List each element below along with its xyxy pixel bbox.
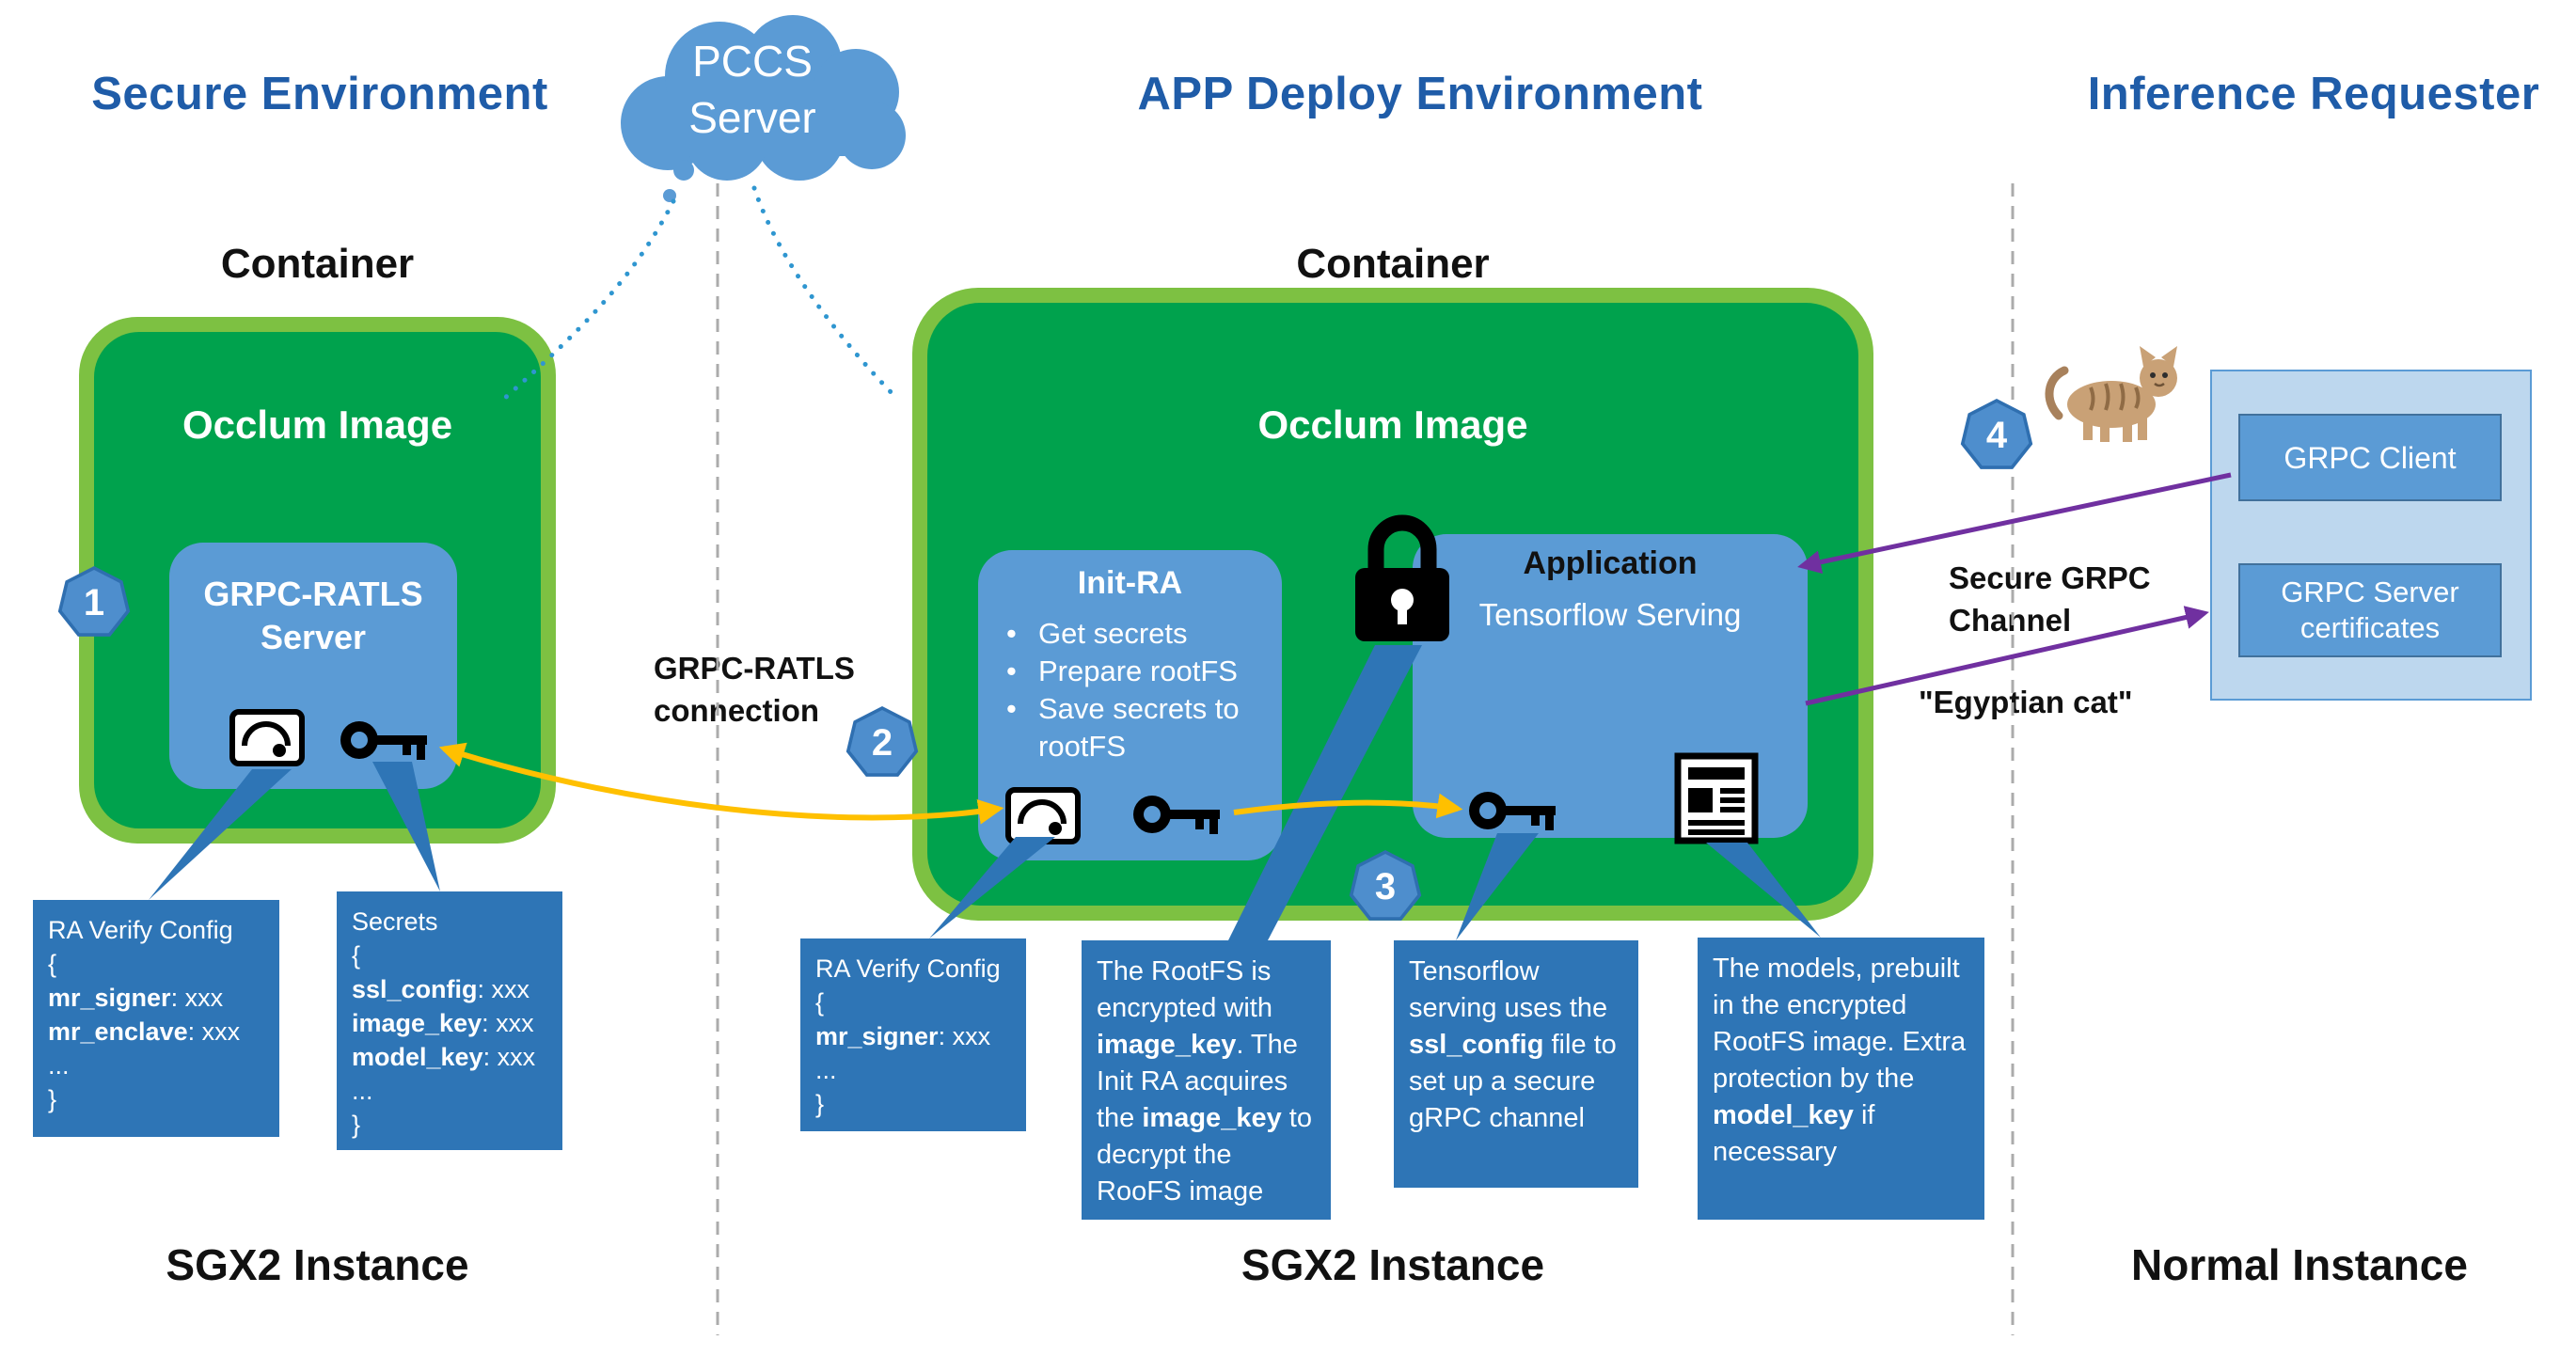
image-key-icon — [1133, 796, 1220, 834]
pccs-line2: Server — [688, 93, 816, 142]
bullet-dot — [1006, 690, 1038, 765]
grpc-ratls-server-line2: Server — [260, 618, 367, 656]
title-inference-requester: Inference Requester — [2087, 69, 2540, 119]
connection-label-line2: connection — [654, 693, 820, 728]
tensorflow-serving-label: Tensorflow Serving — [1478, 597, 1742, 632]
grpc-server-certificates-box: GRPC Server certificates — [2238, 563, 2502, 657]
right-instance-label: Normal Instance — [2131, 1240, 2468, 1289]
grpc-server-line2: certificates — [2299, 611, 2441, 644]
callout-models-protection: The models, prebuilt in the encrypted Ro… — [1698, 938, 1984, 1220]
callout-tensorflow-ssl: Tensorflow serving uses the ssl_config f… — [1394, 940, 1638, 1188]
step-number-3: 3 — [1374, 865, 1397, 907]
title-secure-environment: Secure Environment — [91, 69, 548, 119]
step-number-1: 1 — [83, 581, 105, 623]
pccs-link-right — [751, 185, 898, 400]
secrets-key-icon — [340, 721, 427, 760]
step-badge-4: 4 — [1960, 399, 2033, 469]
grpc-server-line1: GRPC Server — [2281, 576, 2459, 608]
bullet-dot — [1006, 615, 1038, 653]
pccs-cloud-label: PCCS Server — [602, 33, 903, 146]
step-number-4: 4 — [1985, 414, 2008, 456]
init-ra-bullet-2: Prepare rootFS — [1006, 653, 1272, 690]
ssl-config-key-icon — [1469, 792, 1556, 830]
model-newspaper-icon — [1674, 752, 1759, 844]
left-instance-label: SGX2 Instance — [166, 1240, 469, 1289]
title-app-deploy-environment: APP Deploy Environment — [1137, 69, 1703, 119]
callout-rootfs-encrypted: The RootFS is encrypted with image_key. … — [1082, 940, 1331, 1220]
grpc-ratls-connection-label: GRPC-RATLS connection — [654, 647, 973, 732]
left-container-label: Container — [220, 241, 415, 287]
init-ra-bullet-1: Get secrets — [1006, 615, 1272, 653]
grpc-client-label: GRPC Client — [2284, 440, 2457, 475]
middle-container-label: Container — [1296, 241, 1490, 287]
init-ra-bullet-3: Save secrets to rootFS — [1006, 690, 1272, 765]
application-title: Application — [1523, 545, 1698, 581]
callout-ra-verify-config-middle: RA Verify Config{mr_signer: xxx...} — [800, 938, 1026, 1131]
ra-config-certificate-icon-middle — [1005, 787, 1081, 844]
secure-channel-line2: Channel — [1949, 603, 2072, 638]
grpc-client-box: GRPC Client — [2238, 414, 2502, 501]
egyptian-cat-label: "Egyptian cat" — [1919, 685, 2133, 719]
secure-grpc-channel-label: Secure GRPC Channel — [1949, 557, 2231, 641]
middle-instance-label: SGX2 Instance — [1241, 1240, 1545, 1289]
init-ra-bullet-list: Get secrets Prepare rootFS Save secrets … — [978, 602, 1282, 765]
step-number-2: 2 — [871, 721, 893, 764]
pccs-line1: PCCS — [692, 37, 813, 86]
secure-channel-line1: Secure GRPC — [1949, 560, 2151, 595]
pccs-cloud-shape — [621, 15, 906, 181]
ra-config-certificate-icon — [229, 709, 305, 766]
bullet-dot — [1006, 653, 1038, 690]
middle-occlum-label: Occlum Image — [1257, 402, 1528, 447]
connection-label-line1: GRPC-RATLS — [654, 651, 855, 686]
padlock-icon — [1355, 514, 1449, 641]
cat-image — [2045, 346, 2177, 442]
init-ra-title: Init-RA — [1077, 565, 1183, 601]
left-occlum-label: Occlum Image — [182, 402, 453, 447]
grpc-ratls-server-line1: GRPC-RATLS — [203, 575, 423, 613]
